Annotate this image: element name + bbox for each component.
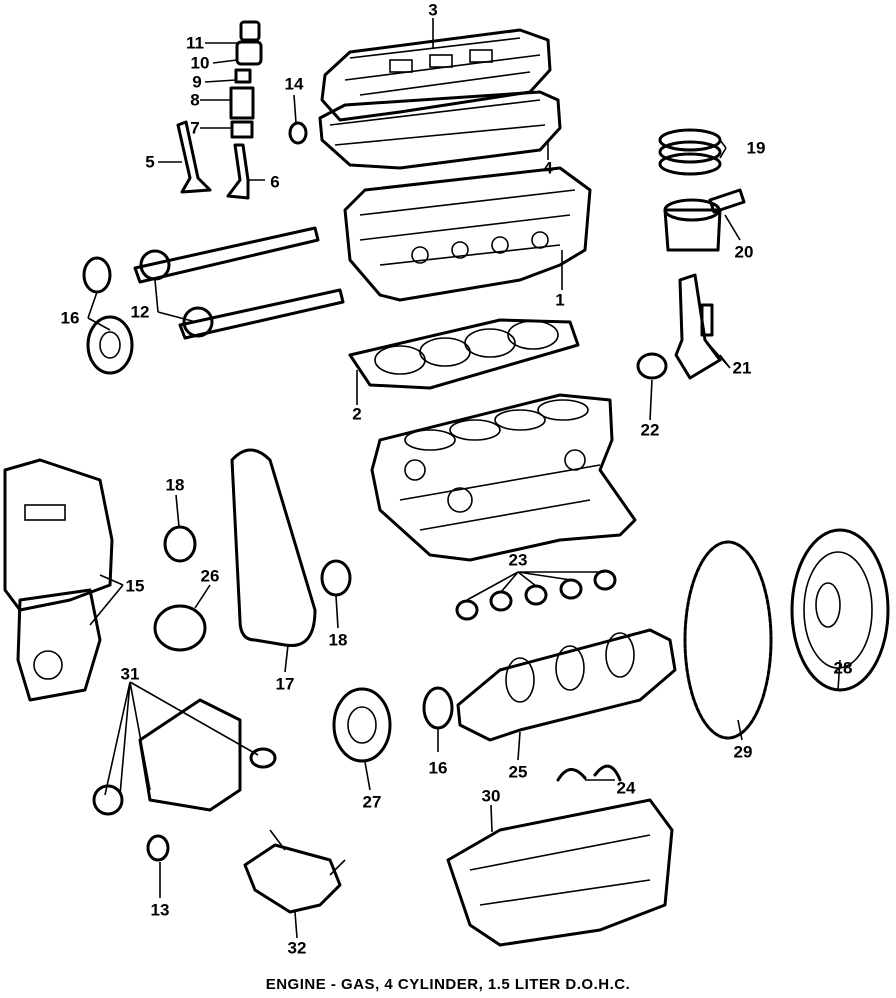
callout-24: 24 bbox=[616, 778, 636, 798]
camshafts bbox=[133, 226, 345, 340]
cylinder-head bbox=[343, 166, 592, 302]
valve-cover bbox=[320, 28, 552, 122]
timing-belt bbox=[230, 448, 317, 648]
callout-12: 12 bbox=[130, 302, 150, 322]
piston-rings bbox=[658, 128, 722, 176]
callout-7: 7 bbox=[190, 118, 200, 138]
crank-pulley bbox=[332, 687, 392, 763]
oil-seal bbox=[146, 834, 170, 862]
valves-and-springs bbox=[176, 20, 263, 200]
callout-19: 19 bbox=[746, 138, 766, 158]
callout-20: 20 bbox=[734, 242, 754, 262]
callout-1: 1 bbox=[555, 290, 565, 310]
oil-strainer bbox=[243, 829, 346, 914]
callout-25: 25 bbox=[508, 762, 528, 782]
callout-9: 9 bbox=[192, 72, 202, 92]
callout-13: 13 bbox=[150, 900, 170, 920]
idler-pulley-upper bbox=[163, 525, 197, 563]
callout-14: 14 bbox=[284, 74, 304, 94]
head-gasket bbox=[348, 318, 580, 390]
tensioner bbox=[153, 604, 207, 652]
timing-cover bbox=[3, 458, 114, 702]
callout-21: 21 bbox=[732, 358, 752, 378]
callout-16-lower: 16 bbox=[428, 758, 448, 778]
oil-pan bbox=[446, 798, 674, 947]
callout-18-upper: 18 bbox=[165, 475, 185, 495]
callout-3: 3 bbox=[428, 0, 438, 20]
idler-pulley-lower bbox=[320, 559, 352, 597]
diagram-caption: ENGINE - GAS, 4 CYLINDER, 1.5 LITER D.O.… bbox=[265, 976, 631, 993]
callout-28: 28 bbox=[833, 658, 853, 678]
callout-16-upper: 16 bbox=[60, 308, 80, 328]
valve-stem-seal bbox=[288, 121, 308, 145]
callout-8: 8 bbox=[190, 90, 200, 110]
connecting-rod bbox=[636, 273, 722, 380]
callout-29: 29 bbox=[733, 742, 753, 762]
callout-17: 17 bbox=[275, 674, 295, 694]
cam-sprocket bbox=[82, 256, 134, 375]
ring-gear bbox=[683, 540, 773, 740]
piston bbox=[663, 188, 746, 252]
callout-18-lower: 18 bbox=[328, 630, 348, 650]
callout-27: 27 bbox=[362, 792, 382, 812]
main-bearings bbox=[455, 569, 617, 621]
crank-sprocket bbox=[422, 686, 454, 730]
callout-5: 5 bbox=[145, 152, 155, 172]
oil-pump bbox=[92, 698, 277, 816]
flywheel bbox=[790, 528, 890, 692]
crankshaft bbox=[456, 628, 677, 742]
leader-lines bbox=[87, 18, 841, 939]
callout-11: 11 bbox=[186, 33, 204, 53]
callout-31: 31 bbox=[120, 664, 140, 684]
callout-32: 32 bbox=[287, 938, 307, 958]
callout-6: 6 bbox=[270, 172, 280, 192]
callout-23: 23 bbox=[508, 550, 528, 570]
callout-10: 10 bbox=[190, 53, 210, 73]
callout-4: 4 bbox=[543, 158, 553, 178]
callout-30: 30 bbox=[481, 786, 501, 806]
callout-26: 26 bbox=[200, 566, 220, 586]
callout-22: 22 bbox=[640, 420, 660, 440]
callout-15: 15 bbox=[125, 576, 145, 596]
thrust-washers bbox=[556, 764, 622, 782]
valve-cover-gasket bbox=[318, 90, 562, 170]
callout-2: 2 bbox=[352, 404, 362, 424]
engine-block bbox=[370, 393, 637, 562]
